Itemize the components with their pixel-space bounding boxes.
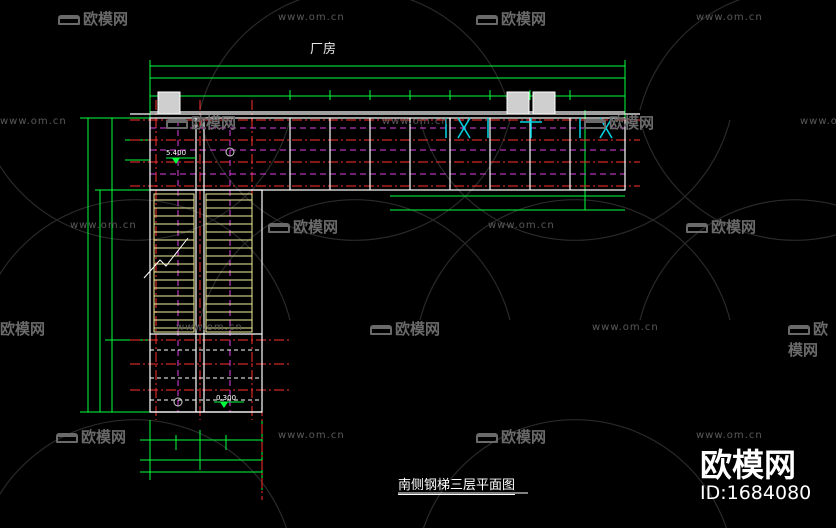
building-label: 厂房 bbox=[310, 42, 337, 57]
elevation-upper-label: 5.400 bbox=[166, 149, 186, 157]
stair-treads-right bbox=[206, 199, 252, 329]
drawing-title: 南侧钢梯三层平面图 bbox=[398, 474, 516, 495]
bottom-dimension-lines bbox=[140, 420, 263, 490]
watermark-site: www.om.cn bbox=[696, 430, 763, 441]
stair-treads bbox=[153, 193, 253, 333]
elevation-lower-label: 0.300 bbox=[216, 394, 236, 402]
watermark-site: www.om.cn bbox=[488, 220, 555, 231]
watermark-brand: 欧模网 bbox=[686, 216, 756, 237]
drain-symbols bbox=[173, 147, 235, 407]
watermark-site: www.om.cn bbox=[278, 430, 345, 441]
watermark-site: www.om.cn bbox=[0, 116, 67, 127]
watermark-brand: 欧模网 bbox=[166, 112, 236, 133]
watermark-id: ID:1684080 bbox=[700, 482, 812, 504]
stair-treads-left bbox=[154, 199, 194, 329]
watermark-brand: 欧模网 bbox=[584, 112, 654, 133]
column-blocks bbox=[157, 91, 556, 115]
elevation-marker-upper: 5.400 bbox=[166, 149, 196, 164]
landing-grid bbox=[150, 349, 262, 401]
top-dimension-lines bbox=[149, 60, 626, 211]
watermark-brand: 欧模网 bbox=[268, 216, 338, 237]
watermark-site: www.om.cn bbox=[800, 116, 836, 127]
beam-centerlines bbox=[150, 120, 625, 412]
watermark-site: www.om.cn bbox=[696, 12, 763, 23]
watermark-brand: 欧模网 bbox=[58, 8, 128, 29]
watermark-site: www.om.cn bbox=[70, 220, 137, 231]
watermark-site: www.om.cn bbox=[382, 116, 449, 127]
watermark-brand: 欧模网 bbox=[788, 320, 829, 359]
elevation-marker-lower: 0.300 bbox=[214, 394, 244, 408]
watermark-brand: 欧模网 bbox=[370, 318, 440, 339]
watermark-brand: 欧模网 bbox=[0, 320, 46, 338]
watermark-brand: 欧模网 bbox=[476, 426, 546, 447]
watermark-site: www.om.cn bbox=[176, 322, 243, 333]
watermark-site: www.om.cn bbox=[278, 12, 345, 23]
break-line bbox=[143, 237, 189, 279]
watermark-brand: 欧模网 bbox=[56, 426, 126, 447]
watermark-site: www.om.cn bbox=[592, 322, 659, 333]
watermark-brand: 欧模网 bbox=[476, 8, 546, 29]
cyan-marks bbox=[445, 117, 613, 139]
axis-lines bbox=[130, 100, 640, 500]
left-dimension-lines bbox=[80, 117, 150, 413]
watermark-brand-large: 欧模网 bbox=[700, 446, 797, 484]
